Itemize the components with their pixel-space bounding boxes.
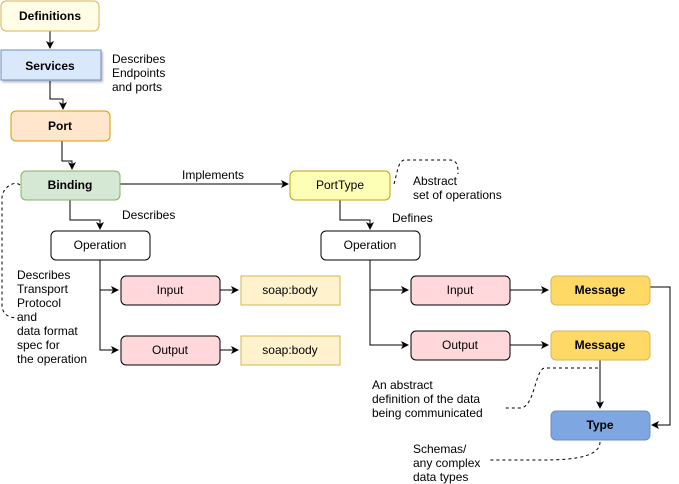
node-input-right-box xyxy=(410,275,511,306)
node-operation-left[interactable]: Operation xyxy=(50,230,151,261)
node-message-1-label: Message xyxy=(575,283,626,297)
node-message-2-box xyxy=(550,330,651,361)
node-input-left-box xyxy=(120,275,221,306)
node-services-label: Services xyxy=(25,59,75,73)
node-soapbody-2-label: soap:body xyxy=(262,343,317,357)
node-message-1[interactable]: Message xyxy=(550,275,651,306)
node-port[interactable]: Port xyxy=(10,110,111,142)
node-operation-left-label: Operation xyxy=(74,238,127,252)
node-soapbody-1-label: soap:body xyxy=(262,283,317,297)
node-input-left-label: Input xyxy=(157,283,184,297)
annotation-connectors xyxy=(1,159,601,461)
node-port-box xyxy=(10,110,111,142)
node-soapbody-2[interactable]: soap:body xyxy=(240,335,341,366)
edge-opleft-output xyxy=(99,290,119,354)
node-output-right-box xyxy=(410,330,511,361)
edge-services-port xyxy=(49,81,67,110)
edge-message1-type xyxy=(650,286,671,429)
node-input-left[interactable]: Input xyxy=(120,275,221,306)
edges xyxy=(46,31,671,429)
node-output-left[interactable]: Output xyxy=(120,335,221,366)
node-type[interactable]: Type xyxy=(550,410,651,441)
edge-opright-input xyxy=(369,260,409,294)
node-binding-box xyxy=(20,170,121,201)
node-soapbody-2-box xyxy=(240,335,341,366)
node-operation-right-box xyxy=(320,230,421,261)
node-soapbody-1[interactable]: soap:body xyxy=(240,275,341,306)
edge-opright-output xyxy=(369,290,409,349)
node-services-box xyxy=(0,49,102,81)
edge-binding-operation xyxy=(69,200,104,230)
node-output-right[interactable]: Output xyxy=(410,330,511,361)
note-implements: Implements xyxy=(182,168,244,182)
node-soapbody-1-box xyxy=(240,275,341,306)
node-definitions[interactable]: Definitions xyxy=(0,0,100,32)
node-type-box xyxy=(550,410,651,441)
node-input-right[interactable]: Input xyxy=(410,275,511,306)
node-type-label: Type xyxy=(586,418,613,432)
node-operation-left-box xyxy=(50,230,151,261)
node-binding[interactable]: Binding xyxy=(20,170,121,201)
node-output-left-box xyxy=(120,335,221,366)
node-porttype[interactable]: PortType xyxy=(289,170,391,201)
node-operation-right[interactable]: Operation xyxy=(320,230,421,261)
node-message-2-label: Message xyxy=(575,338,626,352)
node-output-right-label: Output xyxy=(442,338,479,352)
node-porttype-box xyxy=(289,170,391,201)
note-describes-transport: Describes Transport Protocol and data fo… xyxy=(17,268,87,366)
dash-type-note xyxy=(490,441,601,461)
node-porttype-label: PortType xyxy=(316,178,364,192)
node-definitions-label: Definitions xyxy=(19,9,81,23)
note-describes-endpoints: Describes Endpoints and ports xyxy=(112,52,169,94)
note-abstract-ops: Abstract set of operations xyxy=(413,174,502,202)
dash-porttype-note xyxy=(393,159,459,185)
node-operation-right-label: Operation xyxy=(344,238,397,252)
node-definitions-box xyxy=(0,0,100,32)
annotations: Describes Endpoints and ports Implements… xyxy=(17,52,502,484)
node-message-1-box xyxy=(550,275,651,306)
note-abstract-data: An abstract definition of the data being… xyxy=(372,378,483,420)
node-port-label: Port xyxy=(48,119,72,133)
note-defines: Defines xyxy=(392,211,433,225)
dash-binding-note xyxy=(1,183,21,319)
node-message-2[interactable]: Message xyxy=(550,330,651,361)
node-binding-label: Binding xyxy=(48,178,93,192)
node-output-left-label: Output xyxy=(152,343,189,357)
edge-porttype-operation xyxy=(339,200,374,230)
note-schemas: Schemas/ any complex data types xyxy=(413,442,484,484)
node-input-right-label: Input xyxy=(447,283,474,297)
edge-opleft-input xyxy=(99,260,119,294)
node-services[interactable]: Services xyxy=(0,49,102,81)
dash-message2-note xyxy=(505,367,598,409)
edge-port-binding xyxy=(61,141,76,170)
note-describes: Describes xyxy=(122,208,175,222)
